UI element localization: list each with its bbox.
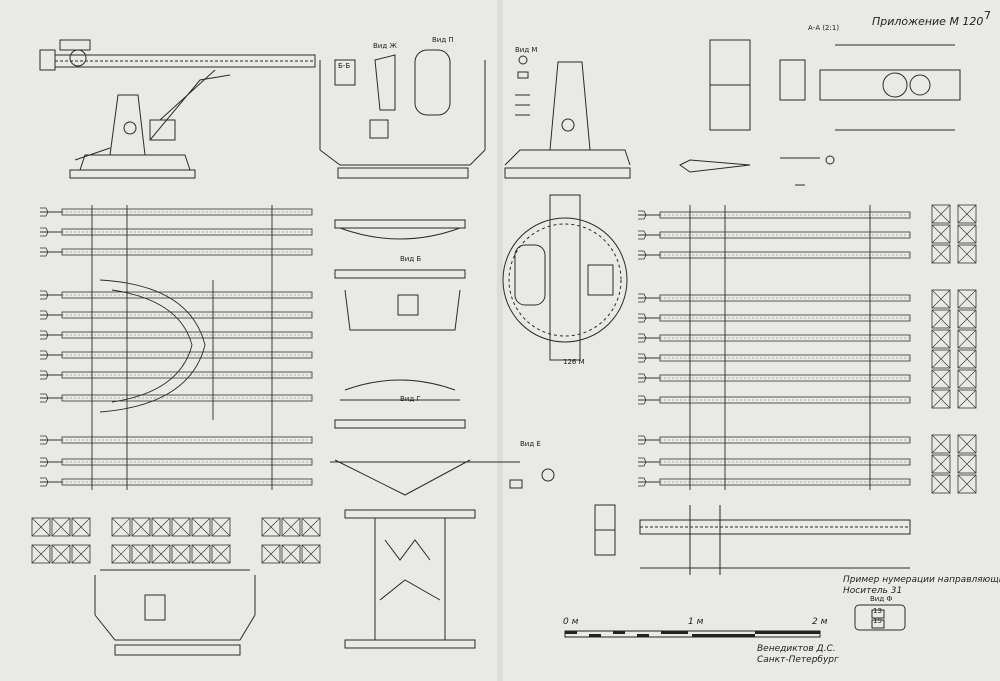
section-aa-label: А-А (2:1) xyxy=(808,24,840,32)
page-number: 7 xyxy=(984,9,991,22)
caption-line: Пример нумерации направляющих xyxy=(843,575,1000,585)
view-label: Вид Г xyxy=(400,395,421,403)
plan-detail-drawing xyxy=(679,39,961,186)
scale-label: 2 м xyxy=(812,617,828,627)
bottom-right-side-detail xyxy=(594,504,911,631)
bottom-left-front-view xyxy=(31,517,321,656)
fitting-number: 15 xyxy=(873,617,882,625)
view-label: Вид Ф xyxy=(870,595,893,603)
left-rails-plan xyxy=(39,205,313,490)
author-line: Санкт-Петербург xyxy=(757,655,839,665)
appendix-title: Приложение М 120 xyxy=(872,15,984,28)
right-rails-plan xyxy=(637,205,911,490)
view-label: Вид Е xyxy=(520,440,541,448)
section-mark: 126 М xyxy=(563,358,585,366)
front-view-drawing xyxy=(319,49,486,179)
view-label: Вид П xyxy=(432,36,454,44)
view-label: Вид Ж xyxy=(373,42,397,50)
fitting-number: 13 xyxy=(873,607,882,615)
scale-label: 0 м xyxy=(563,617,579,627)
scale-bar xyxy=(564,630,821,638)
author-line: Венедиктов Д.С. xyxy=(757,644,836,654)
turntable-plan xyxy=(502,194,628,361)
section-view-drawing xyxy=(504,55,631,179)
frame-views xyxy=(334,219,466,429)
side-elevation-drawing xyxy=(39,39,316,179)
caption-line: Носитель 31 xyxy=(843,586,903,596)
view-label: Вид М xyxy=(515,46,538,54)
scale-label: 1 м xyxy=(688,617,704,627)
far-right-guide-blocks xyxy=(931,204,977,494)
lower-center-frame xyxy=(330,459,555,649)
view-label: Вид Б xyxy=(400,255,422,263)
section-mark: Б-Б xyxy=(338,62,351,70)
page-fold xyxy=(497,0,503,681)
